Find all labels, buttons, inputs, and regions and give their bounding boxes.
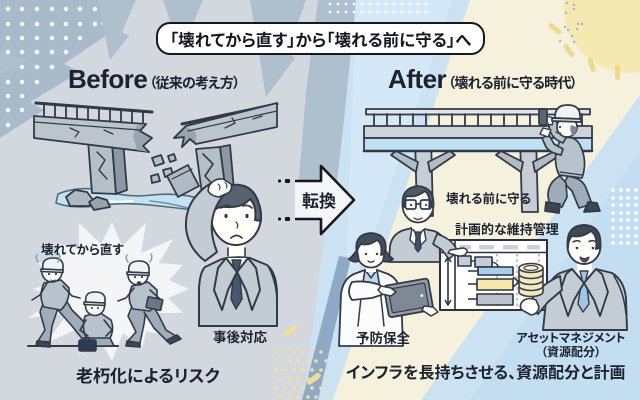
panic-starburst <box>28 222 189 361</box>
dots-right-edge <box>611 188 638 245</box>
worker-kneeling <box>77 291 115 352</box>
asset-management-label: アセットマネジメント （資源配分） <box>514 331 628 360</box>
dots-above-banner <box>328 2 428 14</box>
transition-label: 転換 <box>302 192 336 211</box>
falling-debris <box>150 153 200 198</box>
bridge-deck <box>362 108 594 153</box>
asset-label-line2: （資源配分） <box>540 344 601 359</box>
bridge-left-segment <box>33 101 154 195</box>
before-caption: 老朽化によるリスク <box>76 367 220 386</box>
inspector-worker-illustration <box>538 104 601 214</box>
yellow-dashes <box>283 324 321 385</box>
bridge-right-segment <box>173 102 279 195</box>
split-stripe <box>302 256 351 400</box>
after-caption: インフラを長持ちさせる、資源配分と計画 <box>346 365 626 382</box>
transition-arrow <box>278 164 356 236</box>
asset-label-line1: アセットマネジメント <box>516 331 626 345</box>
presenter-man-illustration <box>519 224 628 331</box>
prevention-label: 予防保全 <box>356 331 410 346</box>
protect-label: 壊れる前に守る <box>446 192 532 206</box>
broken-bridge-illustration <box>33 101 279 223</box>
title-banner: 「壊れてから直す」から「壊れる前に守る」へ <box>156 22 485 55</box>
plan-label: 計画的な維持管理 <box>455 222 559 237</box>
woman-tablet-illustration <box>338 232 439 347</box>
glasses-man-illustration <box>388 185 448 263</box>
reactive-label: 事後対応 <box>213 330 267 345</box>
title-banner-text: 「壊れてから直す」から「壊れる前に守る」へ <box>169 31 472 50</box>
gantt-bar-yellow <box>476 278 514 291</box>
gantt-bar-blue <box>477 266 514 276</box>
dots-bottom-middle <box>274 350 328 399</box>
coins-stack-icon <box>518 262 544 298</box>
worried-man-illustration <box>184 178 278 327</box>
gantt-bar-gray <box>476 293 514 306</box>
sun-icon <box>548 0 640 81</box>
before-heading: Before （従来の考え方） <box>68 64 240 95</box>
before-bubble-label: 壊れてから直す <box>41 243 124 257</box>
speckle-dots <box>558 1 584 44</box>
corner-dots-pattern <box>0 0 122 138</box>
after-subtitle: （壊れる前に守る時代） <box>448 75 577 91</box>
worker-runner-right <box>117 253 182 348</box>
before-subtitle: （従来の考え方） <box>149 75 240 91</box>
bridge-pier-right <box>495 135 561 213</box>
running-workers-illustration <box>27 222 189 361</box>
glasses-man-pointing-arm <box>432 233 468 260</box>
tablet-icon <box>383 277 434 319</box>
after-title: After <box>388 64 447 94</box>
after-heading: After （壊れる前に守る時代） <box>388 64 578 95</box>
before-title: Before <box>68 64 148 94</box>
